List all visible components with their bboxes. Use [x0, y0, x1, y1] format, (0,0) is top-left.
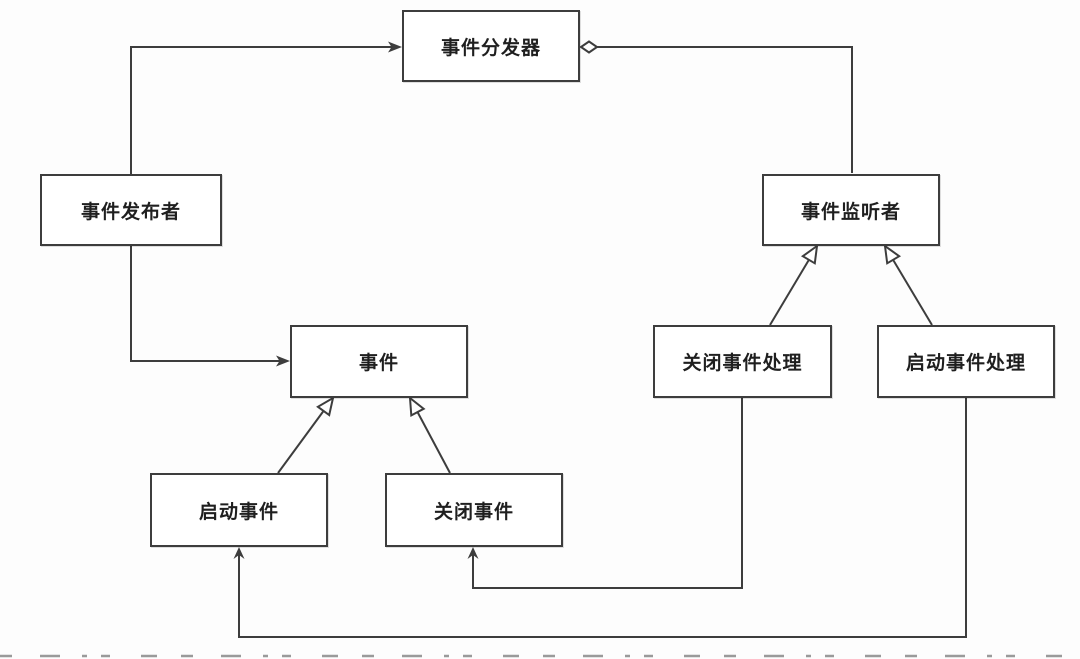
node-close-event-handler-label: 关闭事件处理 [682, 353, 803, 374]
arrowhead-icon [233, 547, 245, 559]
node-start-event-handler: 启动事件处理 [877, 325, 1055, 398]
edge-publisher-to-event [130, 246, 290, 367]
node-close-event: 关闭事件 [385, 473, 563, 547]
node-event-publisher-label: 事件发布者 [80, 201, 181, 223]
node-close-event-handler: 关闭事件处理 [653, 325, 832, 398]
generalization-triangle-icon [800, 243, 819, 265]
edge-close-handler-to-close-event [467, 398, 743, 589]
node-event-publisher: 事件发布者 [40, 174, 222, 246]
generalization-triangle-icon [316, 395, 335, 417]
node-event-dispatcher-label: 事件分发器 [440, 37, 541, 59]
generalization-triangle-icon [883, 243, 902, 265]
edge-start-handler-to-start-event [233, 398, 967, 638]
arrowhead-icon [467, 547, 479, 559]
node-start-event-handler-label: 启动事件处理 [905, 353, 1026, 374]
node-start-event-label: 启动事件 [198, 501, 279, 523]
node-start-event: 启动事件 [150, 473, 328, 547]
edge-start-event-to-event [277, 395, 335, 474]
edge-dispatcher-to-listener [579, 40, 853, 173]
node-close-event-label: 关闭事件 [433, 501, 514, 523]
arrowhead-icon [276, 355, 290, 367]
node-event-listener: 事件监听者 [762, 174, 940, 246]
edge-close-event-to-event [408, 395, 451, 474]
node-event: 事件 [290, 325, 468, 398]
edge-publisher-to-dispatcher [130, 41, 402, 174]
node-event-dispatcher: 事件分发器 [402, 10, 580, 82]
arrowhead-icon [388, 41, 402, 53]
edge-start-handler-to-listener [883, 243, 933, 326]
node-event-label: 事件 [358, 353, 399, 374]
aggregation-diamond-icon [579, 40, 599, 54]
node-event-listener-label: 事件监听者 [800, 201, 901, 223]
generalization-triangle-icon [408, 395, 426, 418]
edge-close-handler-to-listener [769, 243, 819, 326]
